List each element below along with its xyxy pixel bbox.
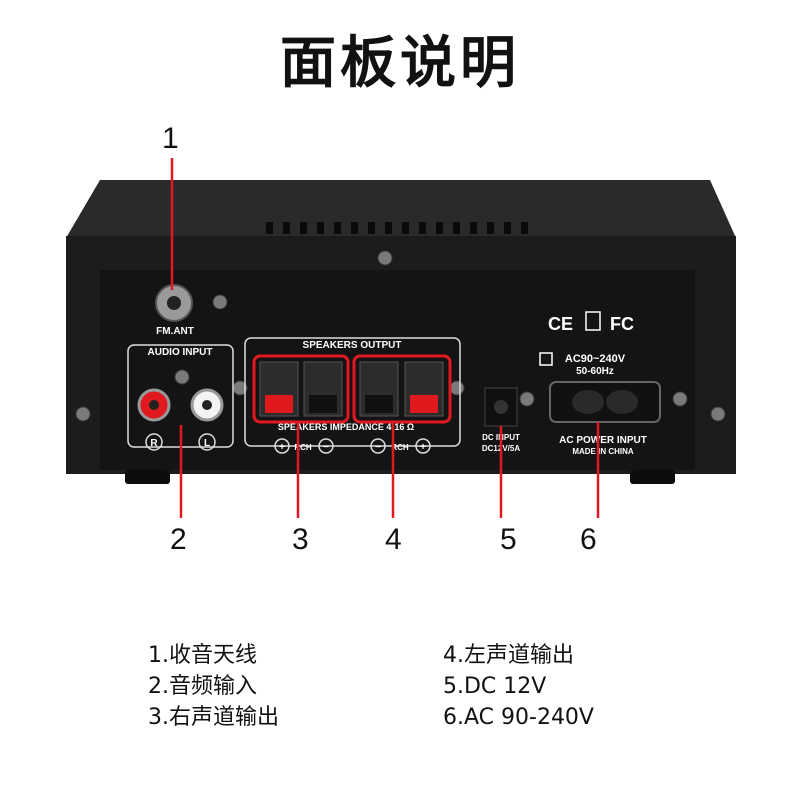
page-title: 面板说明 (280, 31, 520, 96)
callout-lines (170, 158, 600, 518)
svg-text:AC90~240V: AC90~240V (565, 353, 626, 365)
fm-ant-label: FM.ANT (156, 326, 194, 337)
legend-item: 3.右声道输出 (148, 705, 279, 730)
legend-left: 1.收音天线 2.音频输入 3.右声道输出 (148, 640, 279, 733)
svg-text:R: R (150, 438, 158, 449)
callout-3: 3 (292, 523, 309, 556)
svg-text:50-60Hz: 50-60Hz (576, 366, 614, 377)
legend-item: 2.音频输入 (148, 674, 257, 699)
svg-text:−: − (323, 442, 329, 453)
speakers-output-label: SPEAKERS OUTPUT (303, 340, 402, 351)
svg-text:MADE IN CHINA: MADE IN CHINA (572, 447, 634, 456)
callout-6: 6 (580, 523, 597, 556)
speakers-impedance-label: SPEAKERS IMPEDANCE 4-16 Ω (278, 422, 414, 432)
rch-terminal-box (252, 354, 350, 424)
svg-text:+: + (420, 442, 426, 453)
lch-terminal-box (352, 354, 452, 424)
callout-4: 4 (385, 523, 402, 556)
callout-2: 2 (170, 523, 187, 556)
svg-text:L: L (204, 438, 210, 449)
vent-slots (266, 222, 528, 234)
ac-power-socket (549, 381, 661, 423)
svg-text:−: − (375, 442, 381, 453)
svg-text:RCH: RCH (391, 443, 409, 452)
legend-item: 4.左声道输出 (443, 643, 574, 668)
callout-5: 5 (500, 523, 517, 556)
legend-item: 1.收音天线 (148, 643, 257, 668)
svg-text:RCH: RCH (294, 443, 312, 452)
top-cover (66, 180, 736, 238)
audio-input-label: AUDIO INPUT (148, 347, 213, 358)
svg-text:AC POWER INPUT: AC POWER INPUT (559, 435, 647, 446)
foot-left (125, 470, 170, 484)
screws (75, 250, 726, 422)
fc-mark: FC (610, 314, 634, 334)
ce-mark: CE (548, 314, 573, 334)
legend-right: 4.左声道输出 5.DC 12V 6.AC 90-240V (443, 640, 594, 733)
foot-right (630, 470, 675, 484)
legend-item: 6.AC 90-240V (443, 705, 594, 730)
legend-item: 5.DC 12V (443, 674, 547, 699)
callout-1: 1 (162, 122, 179, 155)
svg-text:+: + (279, 442, 285, 453)
